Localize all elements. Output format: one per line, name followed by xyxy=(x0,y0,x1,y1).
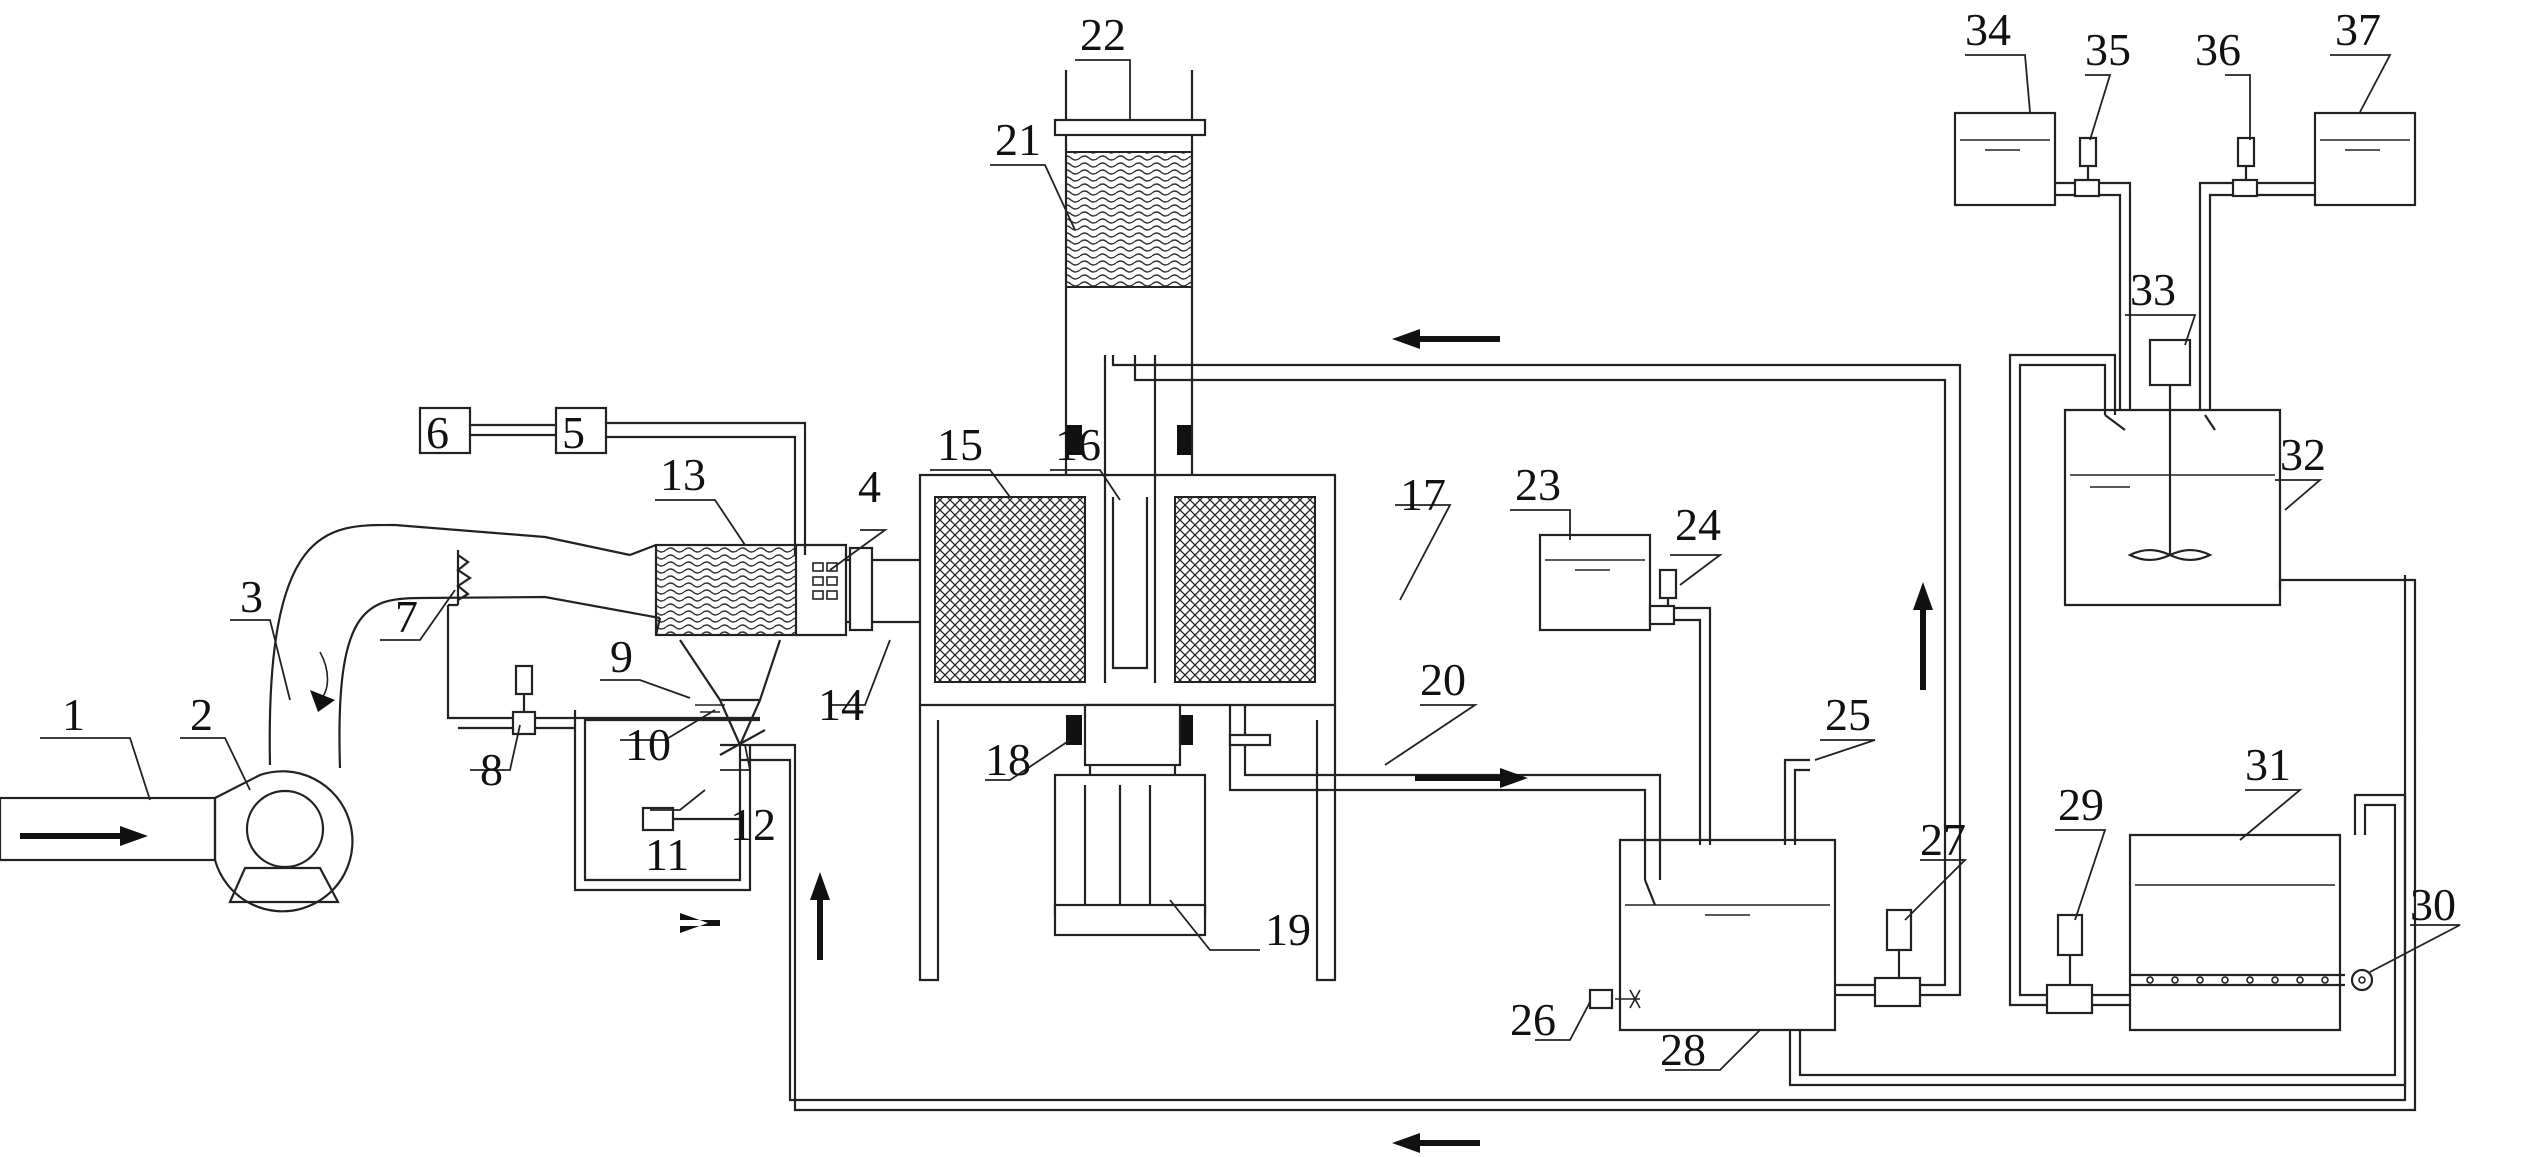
label-21: 21 xyxy=(995,114,1041,165)
label-10: 10 xyxy=(625,719,671,770)
label-33: 33 xyxy=(2130,264,2176,315)
label-12: 12 xyxy=(730,799,776,850)
label-25: 25 xyxy=(1825,689,1871,740)
label-13: 13 xyxy=(660,449,706,500)
settling-tank xyxy=(2128,833,2374,1032)
pump-27 xyxy=(1835,908,1922,1008)
return-line-bottom xyxy=(680,575,2417,1153)
label-37: 37 xyxy=(2335,4,2381,55)
label-16: 16 xyxy=(1055,419,1101,470)
label-7: 7 xyxy=(395,591,418,642)
label-14: 14 xyxy=(818,679,864,730)
label-27: 27 xyxy=(1920,814,1966,865)
label-4: 4 xyxy=(858,461,881,512)
pump-29 xyxy=(2008,353,2130,1015)
label-29: 29 xyxy=(2058,779,2104,830)
drive-motor xyxy=(1053,703,1207,937)
label-32: 32 xyxy=(2280,429,2326,480)
label-36: 36 xyxy=(2195,24,2241,75)
label-23: 23 xyxy=(1515,459,1561,510)
label-28: 28 xyxy=(1660,1024,1706,1075)
absorption-tank xyxy=(1588,838,1837,1032)
dosing-tank xyxy=(1538,533,1712,845)
label-30: 30 xyxy=(2410,879,2456,930)
label-11: 11 xyxy=(645,829,689,880)
vent-pipe xyxy=(1783,582,1933,845)
outlet-pipe xyxy=(1228,705,1662,880)
label-3: 3 xyxy=(240,571,263,622)
label-19: 19 xyxy=(1265,904,1311,955)
label-8: 8 xyxy=(480,744,503,795)
label-26: 26 xyxy=(1510,994,1556,1045)
heater-coil xyxy=(812,562,838,600)
label-9: 9 xyxy=(610,631,633,682)
label-1: 1 xyxy=(62,689,85,740)
label-20: 20 xyxy=(1420,654,1466,705)
packing-bed xyxy=(629,543,848,637)
reactor-housing xyxy=(918,355,1337,982)
flange xyxy=(848,546,874,632)
return-line-top xyxy=(1111,329,1962,997)
mixing-tank xyxy=(2063,338,2282,607)
label-18: 18 xyxy=(985,734,1031,785)
label-2: 2 xyxy=(190,689,213,740)
label-34: 34 xyxy=(1965,4,2011,55)
leader-lines xyxy=(40,54,2461,1071)
curved-duct xyxy=(268,523,661,769)
exhaust-stack xyxy=(1053,70,1207,475)
inlet-duct xyxy=(0,796,217,862)
blower-fan xyxy=(213,770,354,913)
spray-nozzle xyxy=(456,550,472,605)
reagent-tanks xyxy=(1953,111,2417,410)
label-24: 24 xyxy=(1675,499,1721,550)
label-6: 6 xyxy=(426,407,449,458)
label-22: 22 xyxy=(1080,9,1126,60)
controller-boxes xyxy=(418,406,807,555)
label-35: 35 xyxy=(2085,24,2131,75)
label-15: 15 xyxy=(937,419,983,470)
label-17: 17 xyxy=(1400,469,1446,520)
label-31: 31 xyxy=(2245,739,2291,790)
small-pump xyxy=(446,603,760,736)
label-5: 5 xyxy=(562,407,585,458)
